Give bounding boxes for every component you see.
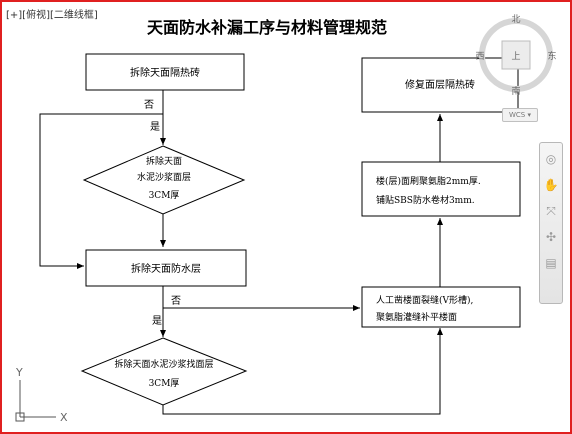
navigation-bar: ◎ ✋ ⤧ ✣ ▤ xyxy=(539,142,563,304)
viewcube-compass-ring[interactable] xyxy=(479,18,553,92)
wcs-label: WCS xyxy=(508,111,526,119)
chevron-down-icon: ▾ xyxy=(527,111,531,119)
ucs-y-label: Y xyxy=(15,366,23,379)
compass-west[interactable]: 西 xyxy=(475,51,484,62)
apply-line2: 铺贴SBS防水卷材3mm. xyxy=(376,194,475,206)
box-remove-tiles xyxy=(85,53,245,91)
viewcube-top-face[interactable] xyxy=(501,40,531,70)
ucs-icon: Y X xyxy=(15,366,68,424)
viewcube[interactable]: 上 北 南 东 西 xyxy=(475,14,556,97)
box-restore-tiles-label: 修复面层隔热砖 xyxy=(405,78,475,91)
manual-line2: 聚氨脂灌缝补平楼面 xyxy=(376,311,457,323)
box-restore-tiles xyxy=(361,57,519,113)
box-remove-waterproof xyxy=(85,249,247,287)
edge-label-no-2: 否 xyxy=(171,295,181,307)
box-apply-waterproofing xyxy=(361,161,521,217)
edge-no-bypass-1 xyxy=(39,113,163,269)
box-remove-tiles-label: 拆除天面隔热砖 xyxy=(130,66,200,79)
edge-decision2-to-manual xyxy=(162,328,443,415)
pan-hand-icon[interactable]: ✋ xyxy=(543,178,559,192)
diagram-title: 天面防水补漏工序与材料管理规范 xyxy=(146,18,387,37)
box-remove-waterproof-label: 拆除天面防水层 xyxy=(131,262,201,275)
compass-south[interactable]: 南 xyxy=(511,85,520,97)
ucs-x-label: X xyxy=(60,411,68,424)
edge-label-yes-1: 是 xyxy=(150,121,160,133)
manual-line1: 人工凿楼面裂缝(V形槽), xyxy=(376,294,473,306)
decision1-line1: 拆除天面 xyxy=(146,155,182,167)
edge-label-no-1: 否 xyxy=(144,99,154,111)
compass-north[interactable]: 北 xyxy=(511,14,520,25)
decision2-line2: 3CM厚 xyxy=(149,378,180,389)
viewcube-top-label: 上 xyxy=(511,51,520,62)
steering-wheel-icon[interactable]: ◎ xyxy=(545,152,557,166)
box-manual-crack-repair xyxy=(361,286,521,328)
viewport-controls-label[interactable]: [+][俯视][二维线框] xyxy=(6,10,98,21)
showmotion-icon[interactable]: ▤ xyxy=(545,256,557,270)
orbit-icon[interactable]: ✣ xyxy=(545,230,557,244)
decision-remove-leveling xyxy=(80,337,248,406)
apply-line1: 楼(层)面刷聚氨脂2mm厚. xyxy=(376,175,481,187)
decision2-line1: 拆除天面水泥沙浆找面层 xyxy=(114,358,213,370)
compass-east[interactable]: 东 xyxy=(547,50,556,62)
decision1-line3: 3CM厚 xyxy=(149,190,180,201)
wcs-dropdown[interactable]: WCS ▾ xyxy=(502,108,538,122)
edge-label-yes-2: 是 xyxy=(152,315,162,327)
decision1-line2: 水泥沙浆面层 xyxy=(137,171,191,183)
zoom-icon[interactable]: ⤧ xyxy=(546,204,556,218)
